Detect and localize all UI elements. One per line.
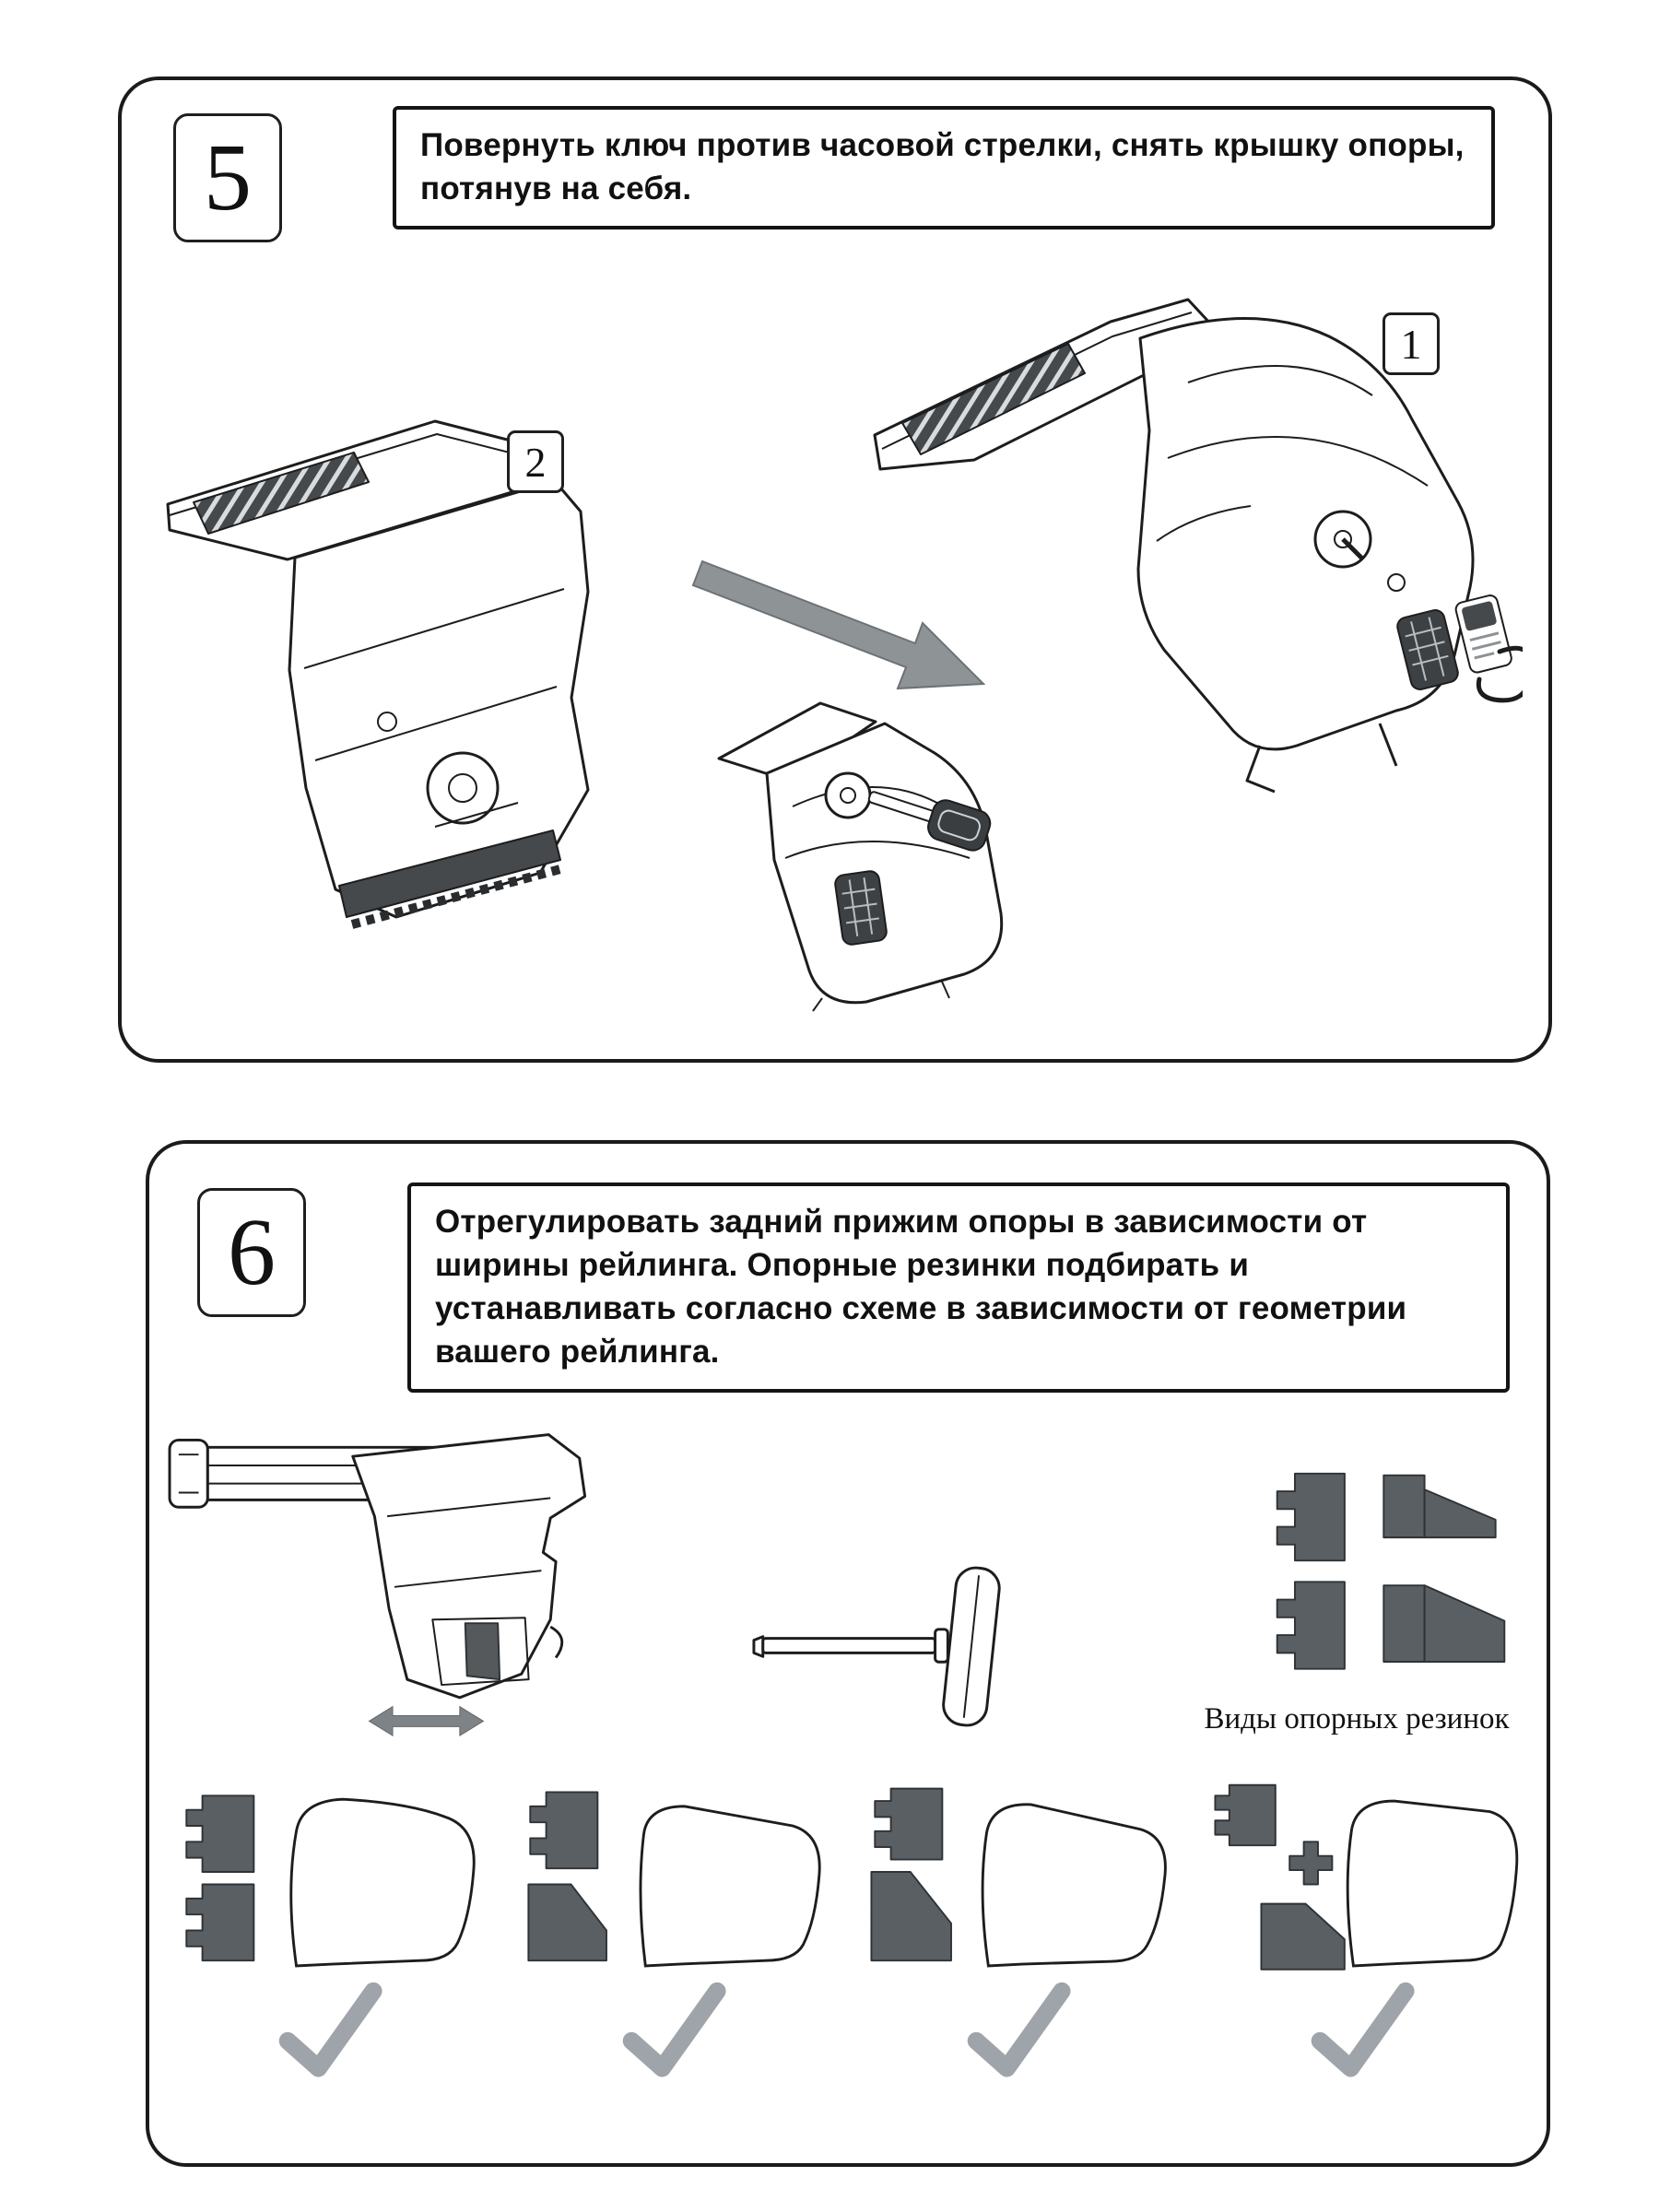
checkmark-icon: [967, 1982, 1071, 2077]
rail-profile-outline: [639, 1805, 821, 1968]
crossbar-stripe-band: [901, 343, 1086, 455]
step-6-panel: 6 Отрегулировать задний прижим опоры в з…: [146, 1140, 1550, 2167]
plus-icon: [1288, 1841, 1334, 1886]
key-in-lock-illustration: [717, 701, 1004, 1012]
rail-profile-outline: [289, 1797, 476, 1968]
transition-arrow-icon: [691, 559, 986, 690]
step-number-6: 6: [197, 1188, 306, 1317]
clamp-teeth: [350, 865, 562, 929]
rail-option-4: [1202, 1780, 1526, 2077]
checkmark-icon: [623, 1982, 726, 2077]
rail-option-1-illustration: [185, 1794, 476, 1968]
step-number-5: 5: [173, 113, 282, 242]
rail-option-2: [513, 1780, 838, 2077]
checkmark-icon: [278, 1982, 382, 2077]
lock-cylinder-icon: [824, 771, 872, 819]
step-5-instruction: Повернуть ключ против часовой стрелки, с…: [393, 106, 1495, 229]
adjustment-arrow-icon: [368, 1705, 485, 1737]
crossbar-stripe-band: [193, 452, 370, 535]
lock-cylinder-icon: [1313, 510, 1372, 569]
rail-option-4-illustration: [1214, 1783, 1519, 1971]
clamp-pad: [338, 830, 561, 918]
grille-badge: [834, 870, 888, 946]
rail-profile-outline: [981, 1803, 1167, 1968]
step-6-instruction: Отрегулировать задний прижим опоры в зав…: [407, 1182, 1510, 1393]
grille-badge: [1396, 609, 1459, 690]
rail-option-3: [858, 1780, 1182, 2077]
brand-sticker: [1454, 594, 1512, 674]
rail-option-2-illustration: [527, 1791, 821, 1968]
rubber-pads-illustration: [1276, 1472, 1506, 1670]
step-5-panel: 5 Повернуть ключ против часовой стрелки,…: [118, 76, 1552, 1063]
checkmark-icon: [1311, 1982, 1415, 2077]
roof-rack-foot-open-illustration: [166, 419, 590, 929]
rail-option-1: [170, 1780, 494, 2077]
rail-option-3-illustration: [870, 1787, 1167, 1968]
part-label-cover-on: 1: [1382, 312, 1440, 375]
rail-options-row: [170, 1780, 1526, 2077]
roof-rack-foot-closed-illustration: [873, 298, 1523, 794]
rubber-pads-caption: Виды опорных резинок: [1204, 1702, 1510, 1735]
rear-clamp-pad: [464, 1622, 501, 1681]
rail-profile-outline: [1346, 1799, 1519, 1968]
hex-key-illustration: [752, 1566, 1001, 1727]
wire-hook: [1476, 645, 1523, 703]
key-icon: [867, 791, 992, 852]
foot-side-view-illustration: [168, 1433, 587, 1737]
part-label-cover-off: 2: [507, 430, 564, 493]
